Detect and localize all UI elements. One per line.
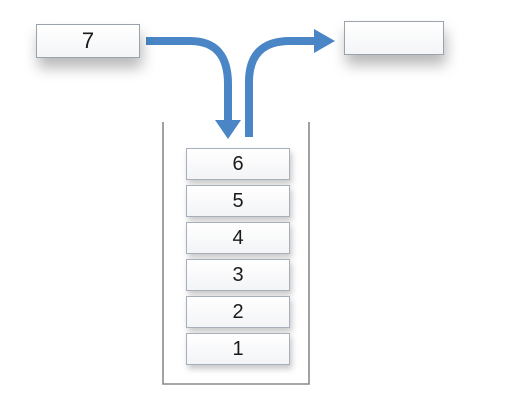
stack-container <box>162 122 310 385</box>
stack-item: 6 <box>186 148 290 180</box>
push-arrowhead <box>215 120 241 139</box>
stack-item-label: 1 <box>232 337 244 360</box>
stack-item: 5 <box>186 185 290 217</box>
input-element-box: 7 <box>36 24 140 58</box>
stack-item-label: 4 <box>232 226 244 249</box>
stack-item: 4 <box>186 222 290 254</box>
pop-arrow <box>245 37 318 137</box>
input-element-label: 7 <box>81 28 95 53</box>
push-arrow <box>146 37 232 122</box>
pop-arrowhead <box>314 29 335 53</box>
output-element-box <box>344 21 444 55</box>
stack-item-label: 5 <box>232 189 244 212</box>
stack-item: 3 <box>186 259 290 291</box>
stack-item: 1 <box>186 333 290 365</box>
stack-item-label: 2 <box>232 300 244 323</box>
stack-item-label: 6 <box>232 152 244 175</box>
stack-item-label: 3 <box>232 263 244 286</box>
stack-item: 2 <box>186 296 290 328</box>
